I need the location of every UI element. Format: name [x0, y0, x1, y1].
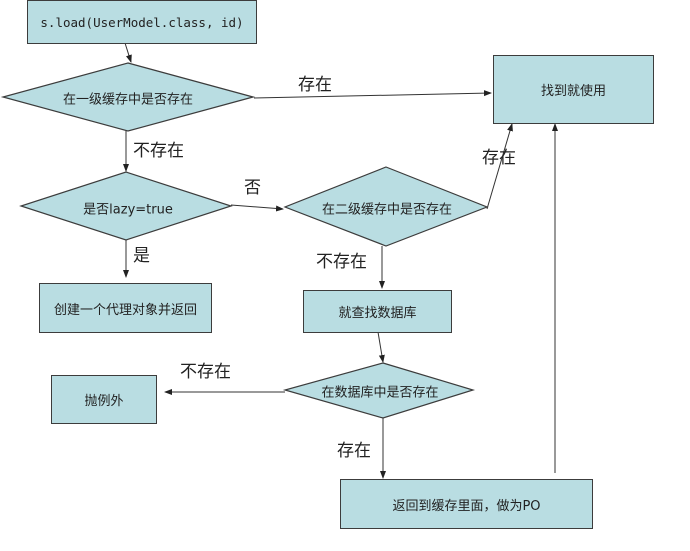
label-l2-not-exists: 不存在 [316, 252, 367, 272]
l2-cache-text: 在二级缓存中是否存在 [321, 202, 453, 218]
query-db-node: 就查找数据库 [303, 290, 452, 333]
label-db-not-exists: 不存在 [180, 362, 231, 382]
query-db-text: 就查找数据库 [338, 306, 417, 321]
label-db-exists: 存在 [337, 441, 371, 461]
edge-l2-to-found [486, 123, 513, 210]
start-node-text: s.load(UserModel.class, id) [40, 14, 244, 30]
l2-cache-diamond [283, 166, 489, 247]
edge-lazy-to-l2 [230, 204, 284, 212]
label-lazy-yes: 是 [133, 246, 150, 266]
lazy-check-text: 是否lazy=true [83, 202, 173, 218]
start-node: s.load(UserModel.class, id) [27, 0, 257, 44]
l1-cache-diamond [0, 62, 256, 132]
edge-start-to-l1 [124, 42, 132, 63]
label-l1-not-exists: 不存在 [133, 141, 184, 161]
label-lazy-no: 否 [244, 178, 261, 198]
found-use-text: 找到就使用 [540, 84, 606, 99]
label-l1-exists: 存在 [298, 75, 332, 95]
throw-exception-text: 抛例外 [84, 394, 124, 409]
db-check-text: 在数据库中是否存在 [321, 385, 439, 401]
label-l2-exists: 存在 [482, 148, 516, 168]
l1-cache-text: 在一级缓存中是否存在 [62, 92, 194, 108]
return-to-cache-node: 返回到缓存里面，做为PO [340, 479, 593, 529]
edge-l1-to-found [253, 90, 492, 99]
create-proxy-text: 创建一个代理对象并返回 [53, 302, 197, 318]
create-proxy-node: 创建一个代理对象并返回 [39, 283, 212, 333]
found-use-node: 找到就使用 [493, 55, 654, 124]
edge-querydb-to-dbcheck [377, 331, 385, 363]
throw-exception-node: 抛例外 [51, 375, 157, 424]
return-to-cache-text: 返回到缓存里面，做为PO [392, 498, 541, 514]
